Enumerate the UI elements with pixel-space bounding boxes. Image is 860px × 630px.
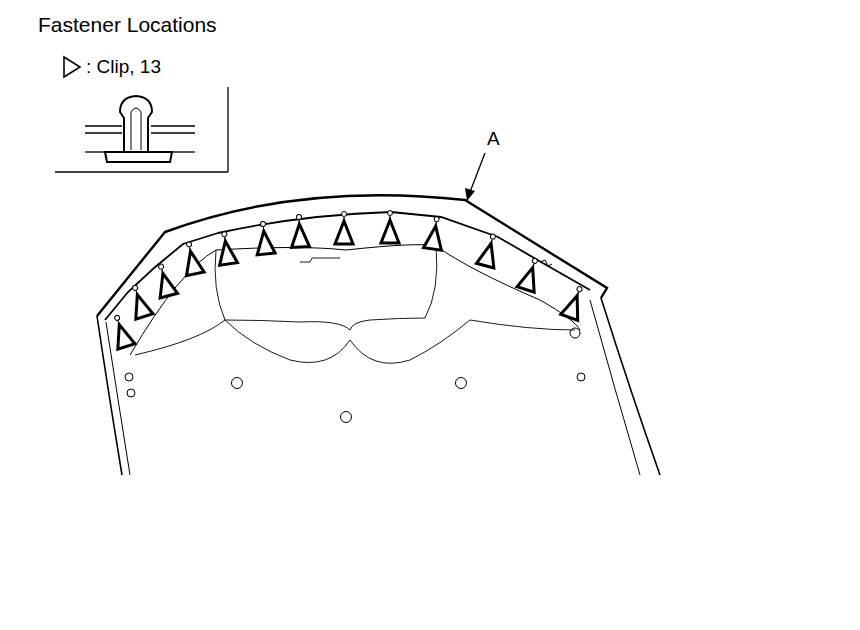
clip-symbol [64, 57, 80, 77]
bumper-outline [97, 195, 660, 475]
clip-markers [108, 211, 589, 350]
leader-arrow [465, 153, 485, 201]
part-label: A [487, 128, 500, 150]
figure-title: Fastener Locations [38, 13, 217, 37]
legend-text: : Clip, 13 [86, 56, 161, 78]
clip-inset [55, 87, 228, 172]
